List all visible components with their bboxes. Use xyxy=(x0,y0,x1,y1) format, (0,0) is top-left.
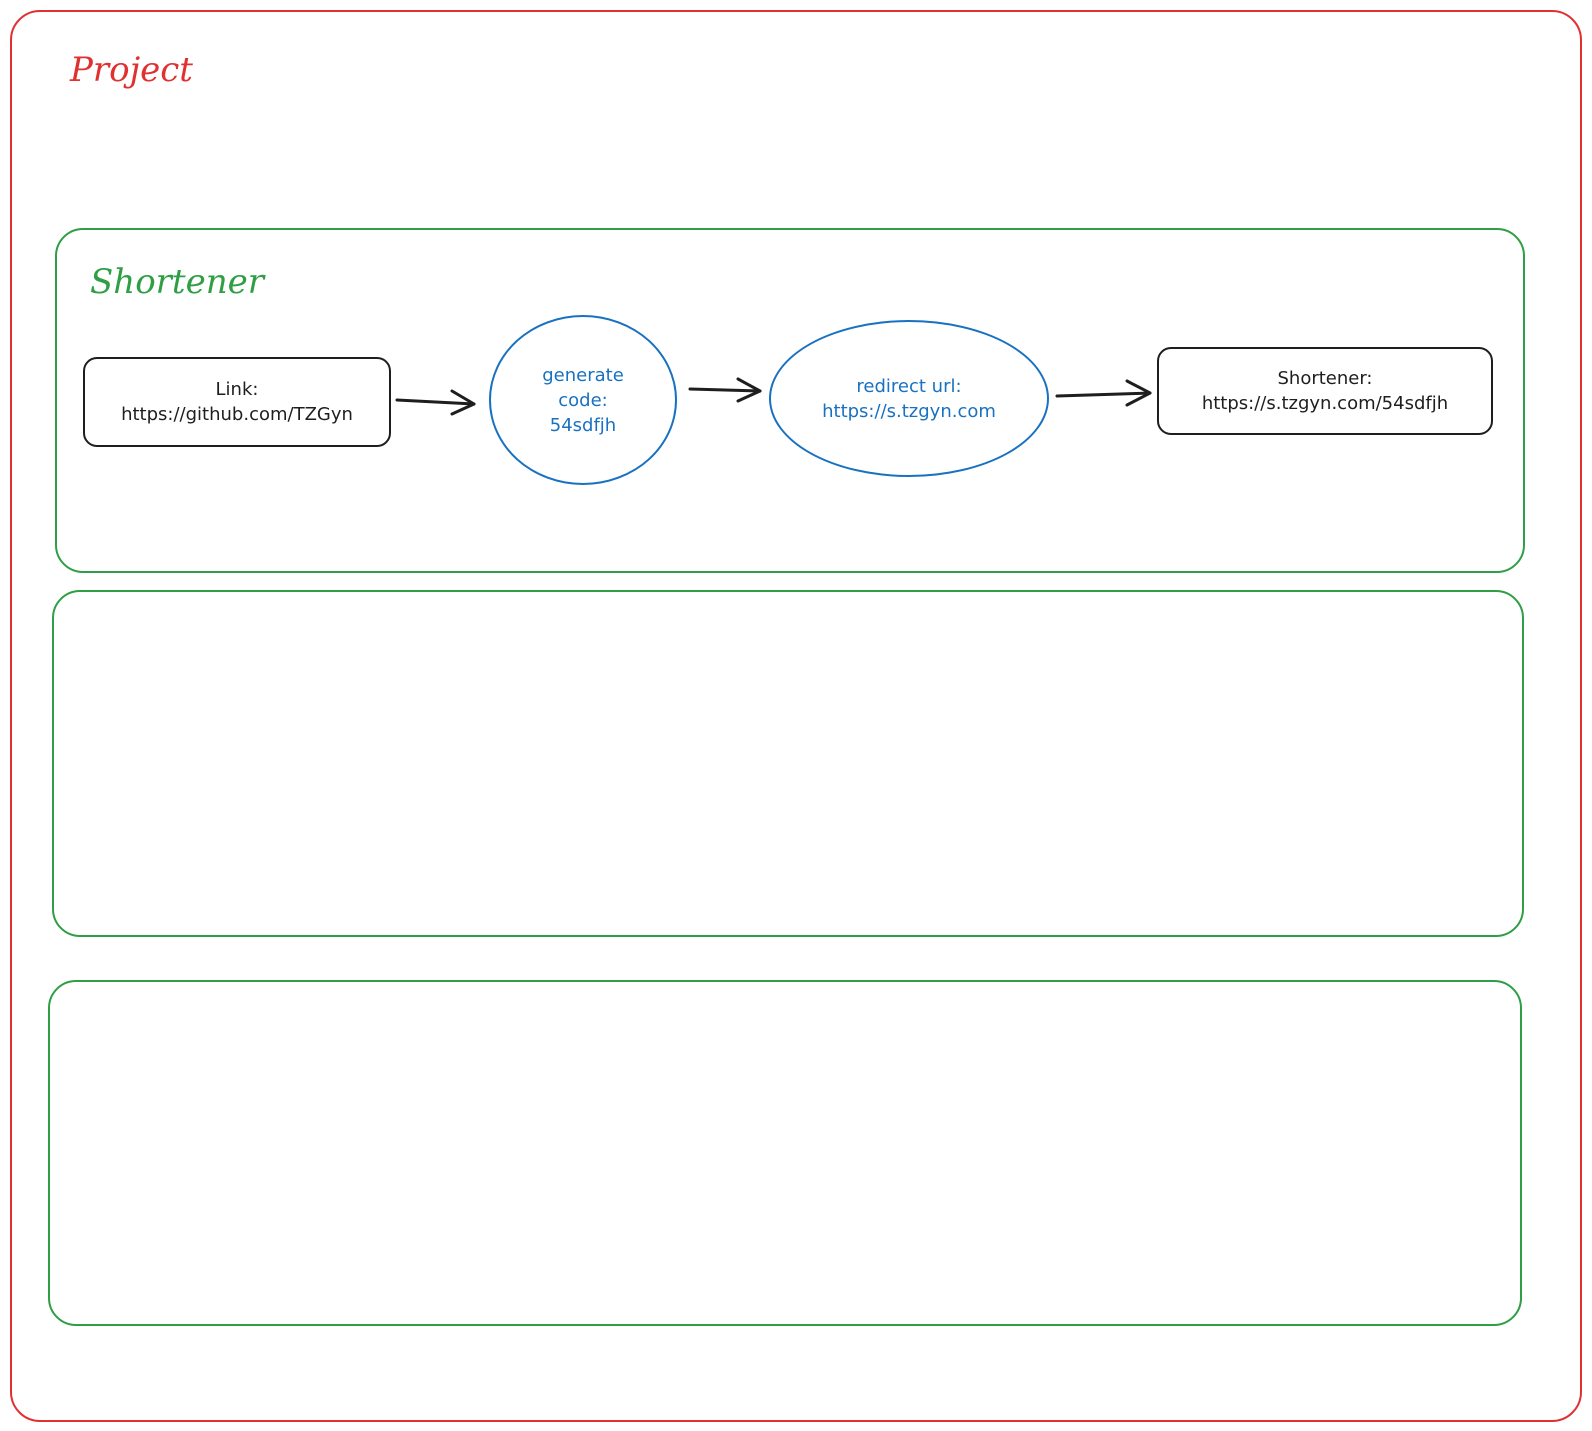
redirect-url-node: redirect url: https://s.tzgyn.com xyxy=(769,320,1049,477)
shortener-section-title: Shortener xyxy=(90,262,264,302)
project-title: Project xyxy=(70,50,193,90)
empty-section-frame-3 xyxy=(48,980,1522,1326)
shortened-url-node: Shortener: https://s.tzgyn.com/54sdfjh xyxy=(1157,347,1493,435)
project-frame xyxy=(10,10,1582,1422)
empty-section-frame-2 xyxy=(52,590,1524,937)
generate-code-node: generate code: 54sdfjh xyxy=(489,315,677,485)
shortener-section-frame xyxy=(55,228,1525,573)
link-node: Link: https://github.com/TZGyn xyxy=(83,357,391,447)
